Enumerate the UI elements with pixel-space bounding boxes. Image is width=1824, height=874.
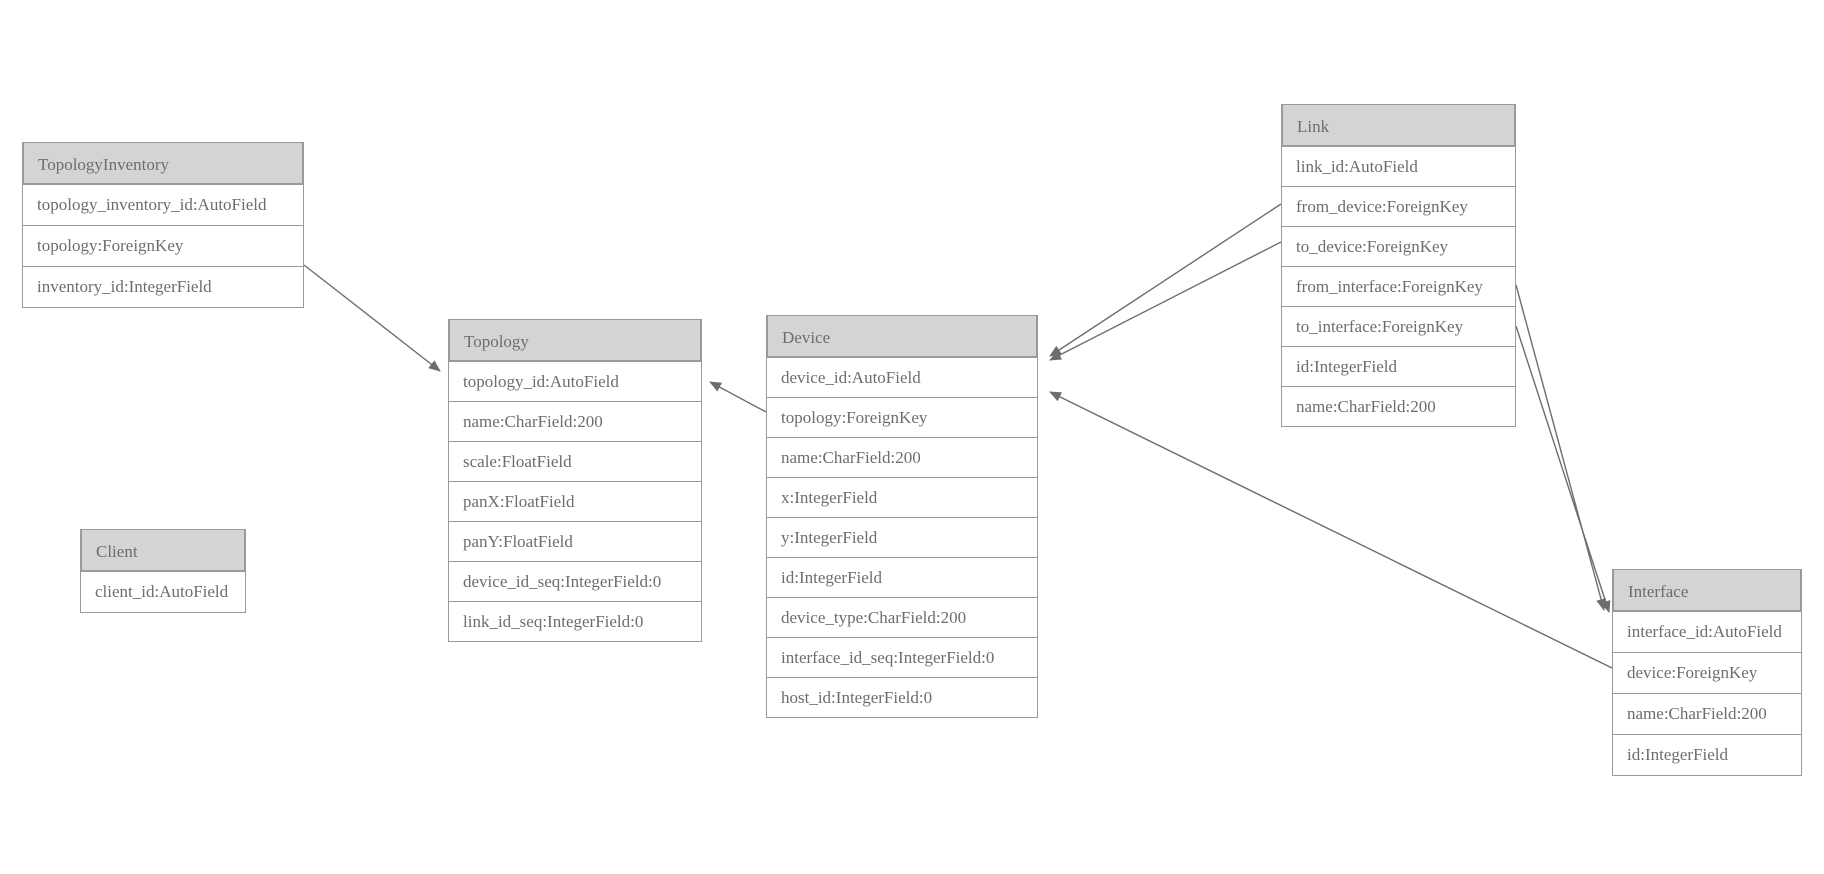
entity-field: name:CharField:200 xyxy=(449,401,701,441)
entity-field: link_id:AutoField xyxy=(1282,146,1515,186)
entity-field: device:ForeignKey xyxy=(1613,652,1801,693)
entity-field: host_id:IntegerField:0 xyxy=(767,677,1037,717)
entity-field: panX:FloatField xyxy=(449,481,701,521)
edge-link-to-interface xyxy=(1515,325,1611,613)
entity-field: to_interface:ForeignKey xyxy=(1282,306,1515,346)
edge-link-from-device xyxy=(1049,203,1282,357)
entity-field: device_type:CharField:200 xyxy=(767,597,1037,637)
entity-field: name:CharField:200 xyxy=(767,437,1037,477)
entity-title-device: Device xyxy=(767,315,1037,357)
entity-field: topology:ForeignKey xyxy=(23,225,303,266)
edge-link-from-interface xyxy=(1515,284,1606,611)
entity-field: id:IntegerField xyxy=(767,557,1037,597)
entity-field: inventory_id:IntegerField xyxy=(23,266,303,307)
entity-title-topology: Topology xyxy=(449,319,701,361)
entity-field: device_id_seq:IntegerField:0 xyxy=(449,561,701,601)
entity-field: x:IntegerField xyxy=(767,477,1037,517)
edge-device-topology xyxy=(709,381,767,413)
entity-field: client_id:AutoField xyxy=(81,571,245,612)
entity-field: from_device:ForeignKey xyxy=(1282,186,1515,226)
entity-title-link: Link xyxy=(1282,104,1515,146)
edge-link-to-device xyxy=(1049,241,1282,361)
edge-interface-device xyxy=(1049,391,1613,669)
entity-field: interface_id:AutoField xyxy=(1613,611,1801,652)
entity-title-interface: Interface xyxy=(1613,569,1801,611)
entity-field: id:IntegerField xyxy=(1613,734,1801,775)
entity-field: to_device:ForeignKey xyxy=(1282,226,1515,266)
entity-field: name:CharField:200 xyxy=(1282,386,1515,426)
entity-title-topologyinventory: TopologyInventory xyxy=(23,142,303,184)
entity-field: topology_inventory_id:AutoField xyxy=(23,184,303,225)
entity-field: scale:FloatField xyxy=(449,441,701,481)
entity-field: topology:ForeignKey xyxy=(767,397,1037,437)
entity-field: topology_id:AutoField xyxy=(449,361,701,401)
entity-field: link_id_seq:IntegerField:0 xyxy=(449,601,701,641)
entity-field: panY:FloatField xyxy=(449,521,701,561)
entity-field: interface_id_seq:IntegerField:0 xyxy=(767,637,1037,677)
edge-topologyinventory-topology xyxy=(303,264,441,372)
entity-field: from_interface:ForeignKey xyxy=(1282,266,1515,306)
entity-title-client: Client xyxy=(81,529,245,571)
entity-field: name:CharField:200 xyxy=(1613,693,1801,734)
entity-field: device_id:AutoField xyxy=(767,357,1037,397)
entity-field: id:IntegerField xyxy=(1282,346,1515,386)
entity-field: y:IntegerField xyxy=(767,517,1037,557)
